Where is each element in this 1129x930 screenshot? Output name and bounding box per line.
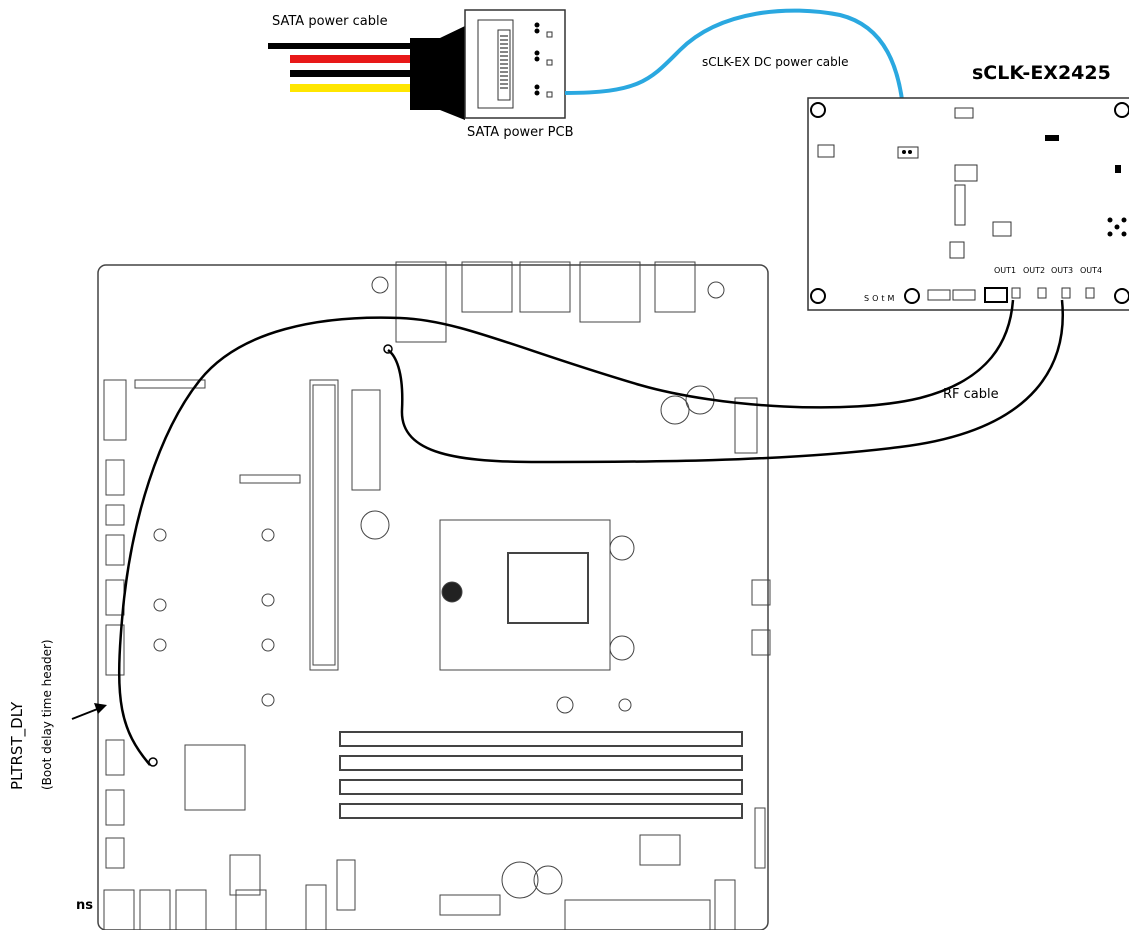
boot-delay-label: (Boot delay time header)	[40, 639, 54, 790]
sata-wire-black-2	[290, 70, 410, 77]
rf-connector-center	[383, 344, 393, 354]
sata-power-pcb	[464, 9, 566, 119]
sclk-board	[807, 97, 1129, 311]
out4-label: OUT4	[1080, 266, 1103, 275]
rf-cable-out1	[117, 299, 1015, 766]
brand-label: SOtM	[864, 294, 898, 303]
sata-wire-yellow	[290, 84, 410, 92]
sata-wire-red	[290, 55, 410, 63]
dc-power-cable-label: sCLK-EX DC power cable	[702, 55, 849, 69]
sata-power-wires	[268, 43, 410, 92]
cut-off-text: ns	[76, 898, 93, 913]
sata-power-pcb-label: SATA power PCB	[467, 125, 574, 140]
out1-label: OUT1	[994, 266, 1017, 275]
rf-connector-pltrst	[148, 757, 158, 767]
sata-connector	[410, 26, 465, 120]
motherboard	[97, 261, 771, 930]
dc-power-cable	[564, 8, 907, 146]
pltrst-arrow	[71, 703, 107, 720]
out3-label: OUT3	[1051, 266, 1074, 275]
pltrst-label: PLTRST_DLY	[8, 701, 26, 790]
board-title: sCLK-EX2425	[972, 62, 1111, 84]
out2-label: OUT2	[1023, 266, 1046, 275]
sata-wire-black-1	[268, 43, 410, 49]
rf-cable-out3	[387, 299, 1064, 464]
rf-cable-label: RF cable	[943, 387, 999, 402]
sata-power-cable-label: SATA power cable	[272, 14, 388, 29]
